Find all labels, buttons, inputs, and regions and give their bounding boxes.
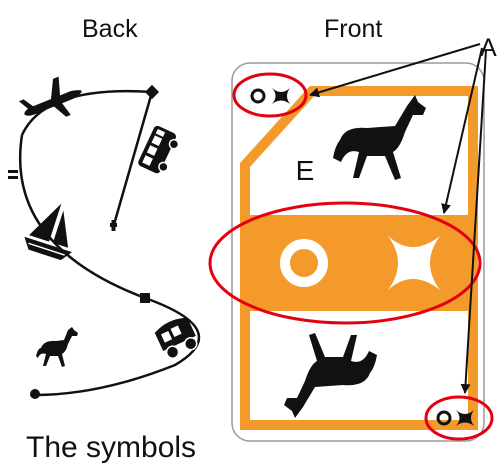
node-square	[140, 293, 150, 303]
symbol-band	[240, 215, 478, 311]
route-top-curve	[20, 89, 153, 136]
airplane-icon	[18, 76, 82, 117]
corner-symbols-bottom	[436, 410, 474, 426]
node-diamond	[144, 84, 160, 100]
card-rank-letter: E	[296, 155, 315, 186]
node-double-bar	[8, 170, 18, 173]
arrow-to-top-corner	[309, 43, 481, 98]
route-bus-line	[111, 91, 154, 229]
front-card: E	[231, 62, 485, 442]
diagram: Back Front A The symbols	[8, 15, 497, 463]
arrow-label: A	[480, 34, 497, 62]
diagram-canvas: E	[8, 43, 494, 442]
small-cross-icon	[456, 410, 474, 426]
route-left-curve	[18, 134, 146, 300]
horse-icon	[36, 327, 78, 367]
sailboat-icon	[24, 203, 72, 261]
highlight-symbol-band	[208, 201, 482, 325]
back-label: Back	[82, 15, 138, 43]
small-circle-icon	[250, 88, 266, 104]
small-cross-icon	[272, 88, 290, 104]
corner-symbols-top	[250, 88, 290, 104]
node-double-bar-2	[8, 176, 18, 179]
horse-upside-down-icon	[284, 333, 377, 418]
highlights	[208, 72, 494, 441]
cross-symbol-icon	[388, 236, 440, 290]
small-circle-icon	[436, 410, 452, 426]
front-label: Front	[324, 15, 383, 43]
highlight-top-corner	[232, 72, 308, 118]
arrow-to-bottom-corner	[460, 49, 487, 394]
circle-symbol-icon	[280, 239, 328, 287]
bus-icon	[138, 125, 180, 174]
highlight-bottom-corner	[424, 395, 494, 441]
horse-icon	[333, 95, 426, 180]
arrows	[309, 43, 487, 394]
node-plus	[110, 220, 117, 231]
node-dot	[30, 389, 40, 399]
wagon-icon	[154, 317, 198, 359]
arrow-to-symbol-band	[441, 47, 483, 214]
